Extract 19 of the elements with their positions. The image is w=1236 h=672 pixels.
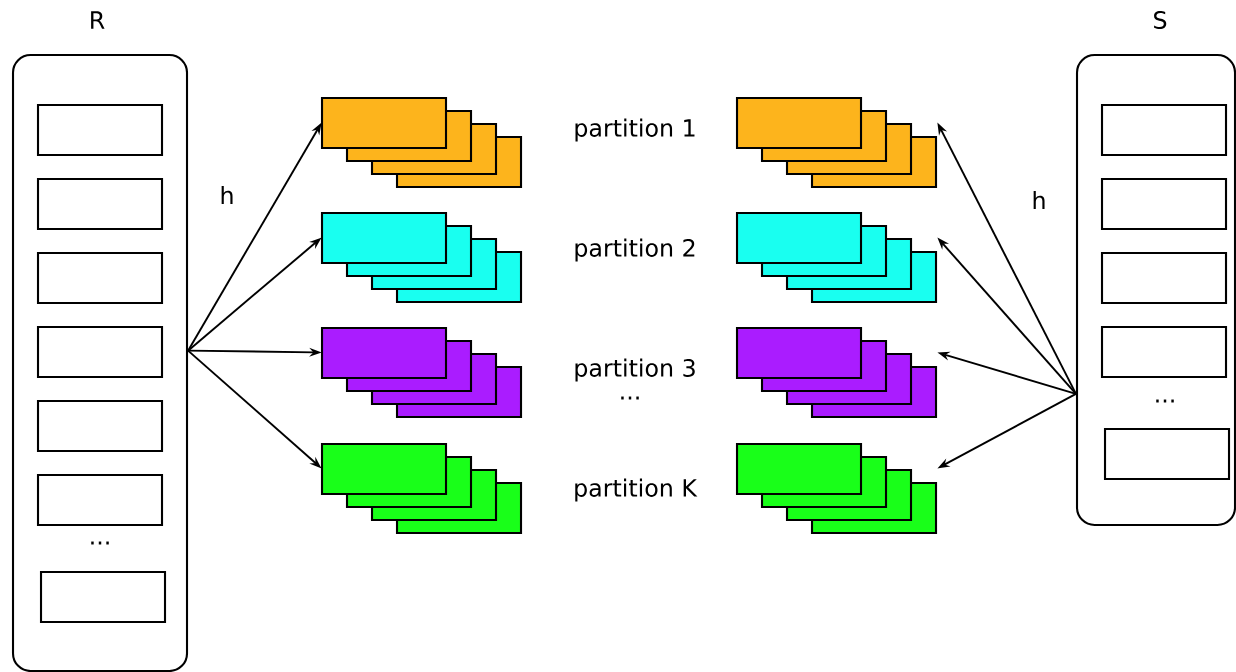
partition-label: partition K (575, 478, 698, 502)
partition-label: partition 2 (575, 238, 695, 262)
partition-stack (320, 211, 523, 304)
partition-label: partition 3 (575, 358, 695, 382)
partition-stack (320, 96, 523, 189)
partition-stack (735, 442, 938, 535)
partition-stack (735, 326, 938, 419)
partition-stack (320, 442, 523, 535)
partition-stack (735, 96, 938, 189)
hash-label: h (1033, 191, 1045, 209)
node-label: S (1154, 11, 1167, 29)
node-label: R (91, 11, 105, 29)
partition-stack (320, 326, 523, 419)
partition-label: partition 1 (575, 118, 695, 142)
ellipsis: ... (91, 541, 109, 545)
ellipsis: ... (1156, 399, 1174, 403)
partition-stack (735, 211, 938, 304)
ellipsis: ... (621, 396, 639, 400)
hash-label: h (221, 186, 233, 204)
